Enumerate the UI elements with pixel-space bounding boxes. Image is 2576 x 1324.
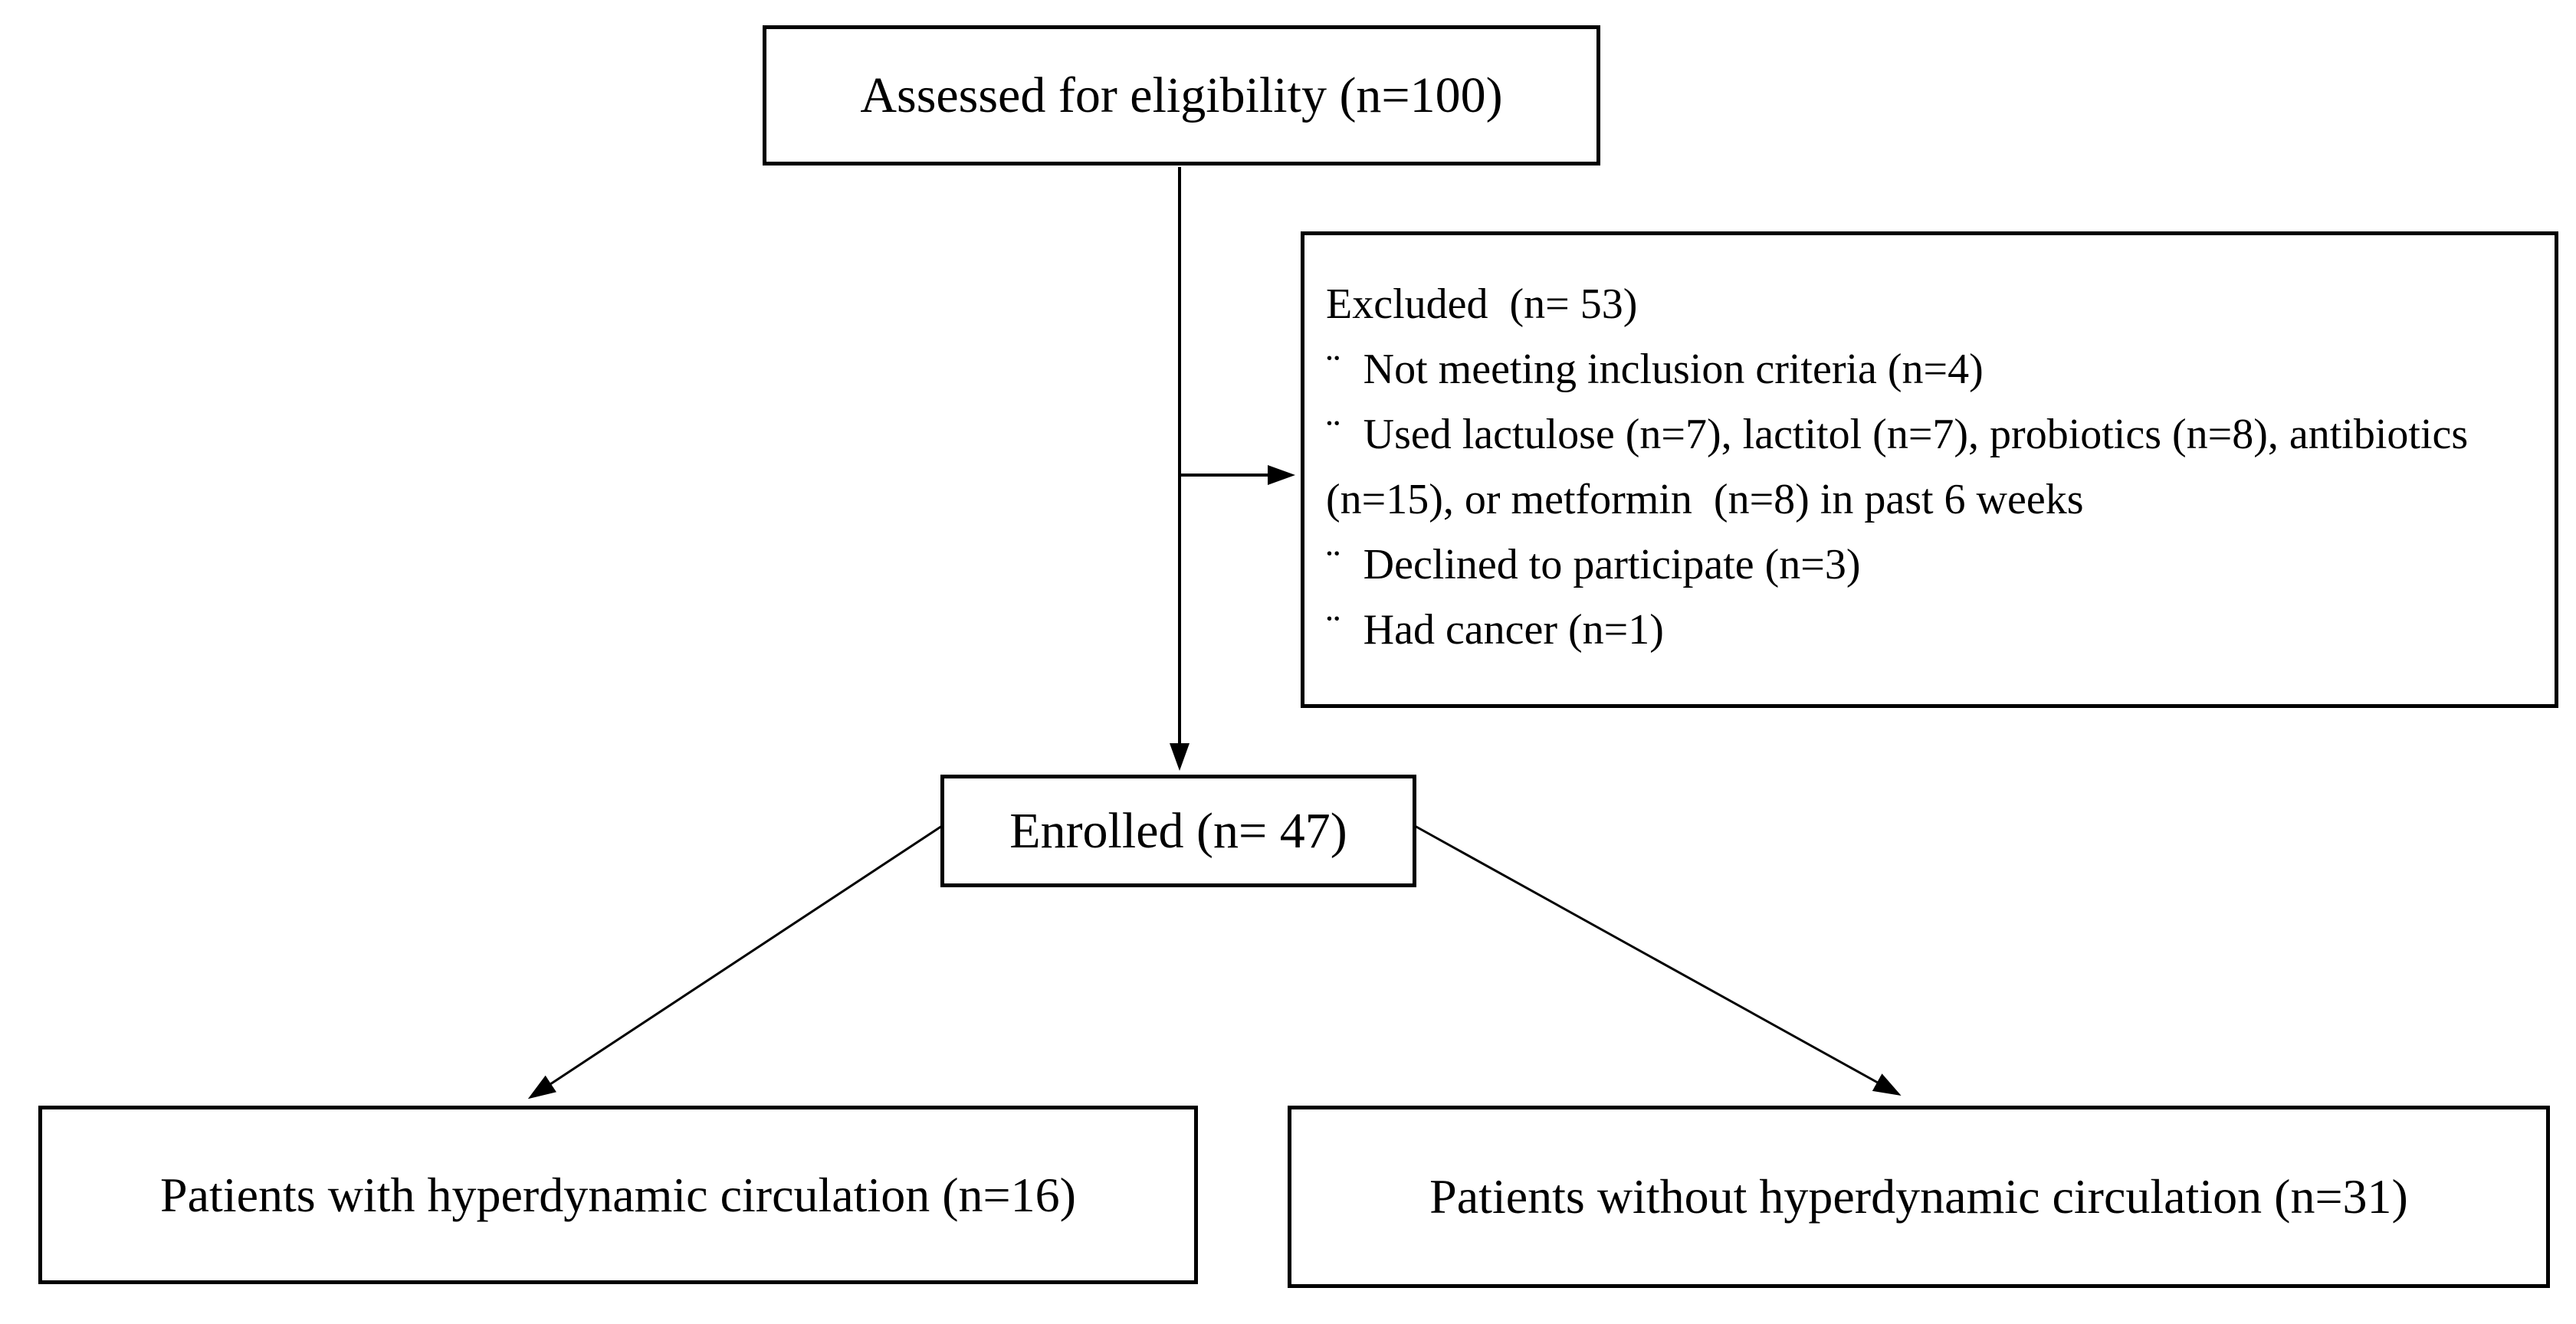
assessed-label: Assessed for eligibility (n=100) [860, 67, 1503, 123]
excluded-item: ¨ Had cancer (n=1) [1326, 598, 2527, 663]
bullet-icon: ¨ [1326, 411, 1341, 458]
assessed-box: Assessed for eligibility (n=100) [763, 25, 1600, 166]
bullet-icon: ¨ [1326, 541, 1341, 588]
arrow-enrolled-to-with-hyperdynamic [527, 824, 943, 1100]
excluded-item-text: Used lactulose (n=7), lactitol (n=7), pr… [1326, 411, 2479, 523]
arrow-enrolled-to-without-hyperdynamic [1414, 824, 1902, 1096]
bullet-icon: ¨ [1326, 606, 1341, 654]
excluded-item: ¨Used lactulose (n=7), lactitol (n=7), p… [1326, 402, 2527, 533]
enrolled-label: Enrolled (n= 47) [1009, 802, 1347, 859]
enrolled-box: Enrolled (n= 47) [940, 775, 1416, 887]
excluded-title: Excluded (n= 53) [1326, 280, 1638, 328]
excluded-item-text: Had cancer (n=1) [1363, 606, 1664, 654]
excluded-item-text: Declined to participate (n=3) [1363, 541, 1861, 588]
excluded-box: Excluded (n= 53) ¨ Not meeting inclusion … [1301, 231, 2558, 708]
bullet-icon: ¨ [1326, 346, 1341, 393]
excluded-item: ¨ Not meeting inclusion criteria (n=4) [1326, 337, 2527, 402]
without-hyperdynamic-box: Patients without hyperdynamic circulatio… [1288, 1106, 2550, 1288]
without-hyperdynamic-label: Patients without hyperdynamic circulatio… [1429, 1169, 2408, 1224]
with-hyperdynamic-box: Patients with hyperdynamic circulation (… [38, 1106, 1198, 1284]
excluded-item: ¨ Declined to participate (n=3) [1326, 533, 2527, 598]
with-hyperdynamic-label: Patients with hyperdynamic circulation (… [160, 1167, 1076, 1222]
excluded-item-text: Not meeting inclusion criteria (n=4) [1363, 346, 1984, 393]
